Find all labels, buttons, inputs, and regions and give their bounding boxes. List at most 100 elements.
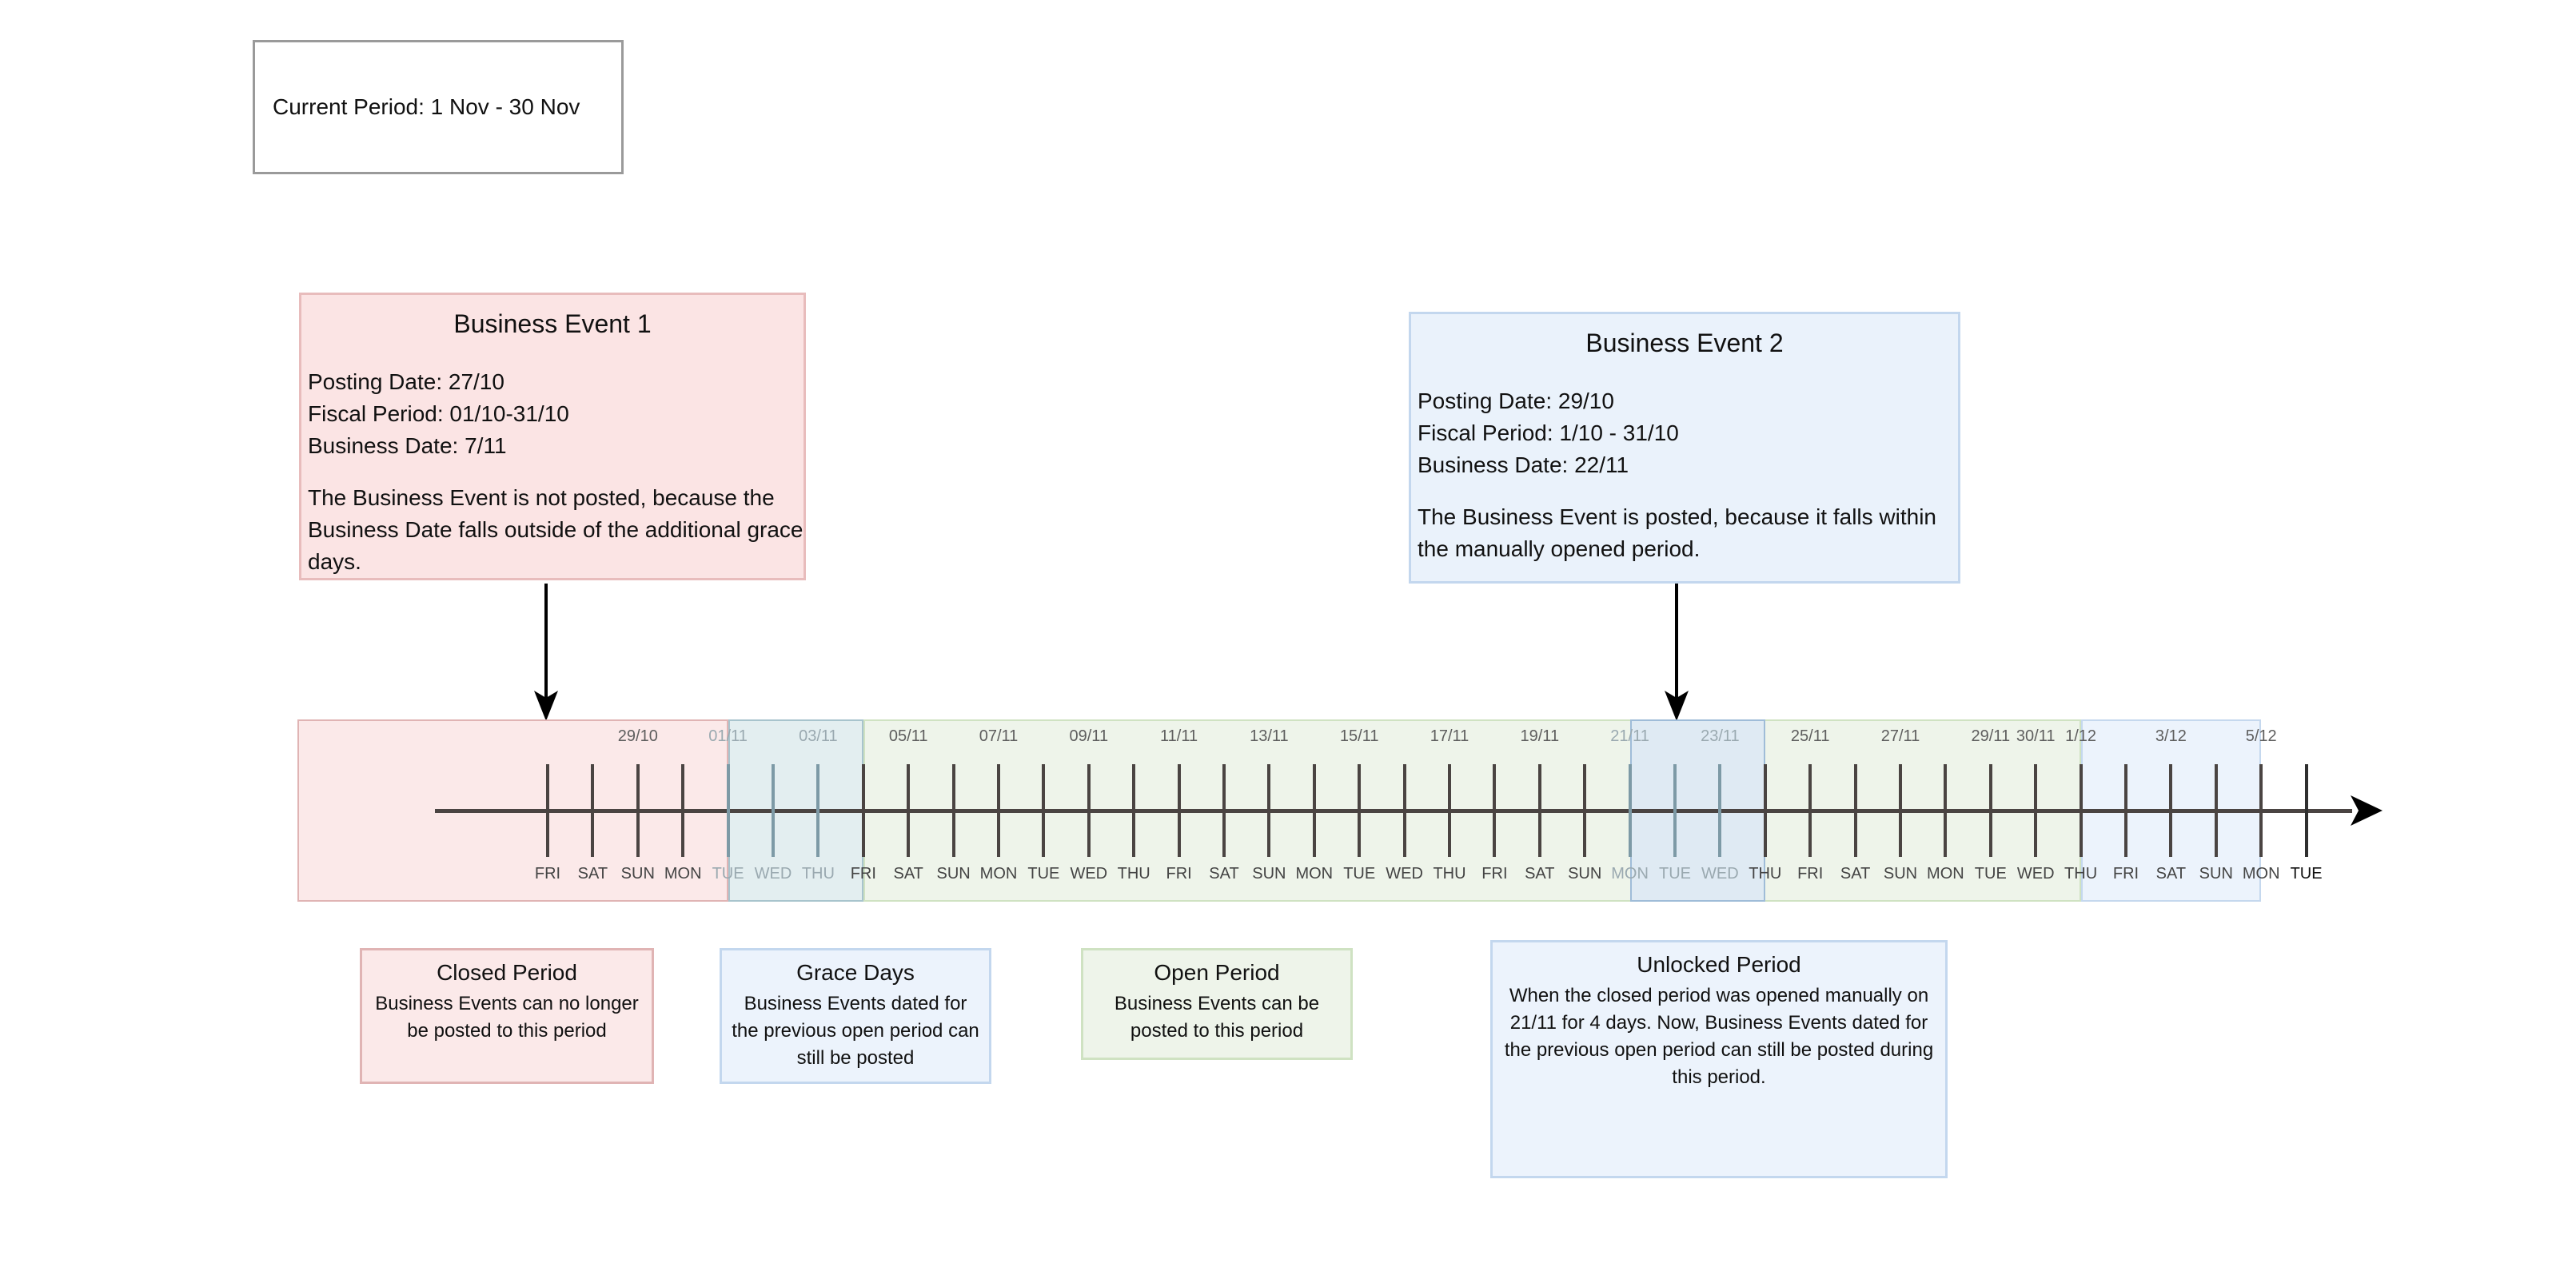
timeline-date-label: 19/11 bbox=[1520, 727, 1560, 745]
timeline-tick bbox=[1763, 764, 1767, 857]
timeline-date-label: 09/11 bbox=[1069, 727, 1109, 745]
business-event-2-title: Business Event 2 bbox=[1585, 329, 1784, 357]
business-event-2-posting-date: Posting Date: 29/10 bbox=[1418, 388, 1614, 413]
business-event-1-fiscal-period: Fiscal Period: 01/10-31/10 bbox=[308, 400, 569, 426]
timeline-weekday-label: SAT bbox=[1209, 865, 1239, 883]
timeline-weekday-label: MON bbox=[979, 865, 1018, 883]
legend-open-period-title: Open Period bbox=[1154, 960, 1280, 985]
business-event-1-arrow bbox=[530, 584, 562, 721]
timeline-tick bbox=[2124, 764, 2127, 857]
legend-grace-days-title: Grace Days bbox=[796, 960, 915, 985]
timeline-date-label: 13/11 bbox=[1250, 727, 1289, 745]
current-period-label: Current Period: 1 Nov - 30 Nov bbox=[273, 94, 580, 120]
timeline-weekday-label: TUE bbox=[2290, 865, 2323, 883]
business-event-2-arrow bbox=[1661, 584, 1693, 721]
timeline-weekday-label: WED bbox=[2016, 865, 2055, 883]
business-event-1-posting-date: Posting Date: 27/10 bbox=[308, 369, 504, 394]
timeline-weekday-label: WED bbox=[1070, 865, 1108, 883]
timeline-weekday-label: FRI bbox=[534, 865, 561, 883]
legend-closed-period: Closed Period Business Events can no lon… bbox=[360, 948, 654, 1084]
timeline-date-label: 23/11 bbox=[1701, 727, 1740, 745]
timeline-tick bbox=[1583, 764, 1587, 857]
timeline-weekday-label: MON bbox=[664, 865, 702, 883]
timeline-weekday-label: SUN bbox=[1883, 865, 1918, 883]
timeline-tick bbox=[1853, 764, 1857, 857]
legend-unlocked-period-title: Unlocked Period bbox=[1637, 952, 1801, 977]
timeline-weekday-label: SUN bbox=[1568, 865, 1602, 883]
timeline-tick bbox=[2169, 764, 2173, 857]
timeline-weekday-label: FRI bbox=[1166, 865, 1192, 883]
timeline-date-label: 03/11 bbox=[799, 727, 838, 745]
timeline-date-label: 3/12 bbox=[2155, 727, 2187, 745]
business-event-2-fiscal-period: Fiscal Period: 1/10 - 31/10 bbox=[1418, 420, 1679, 445]
timeline-weekday-label: SAT bbox=[1525, 865, 1555, 883]
timeline-tick bbox=[1628, 764, 1632, 857]
timeline-tick bbox=[1358, 764, 1362, 857]
timeline-tick bbox=[726, 764, 730, 857]
timeline-tick bbox=[1132, 764, 1136, 857]
timeline-tick bbox=[1267, 764, 1271, 857]
legend-grace-days: Grace Days Business Events dated for the… bbox=[720, 948, 991, 1084]
timeline-date-label: 5/12 bbox=[2245, 727, 2277, 745]
business-event-1-business-date: Business Date: 7/11 bbox=[308, 432, 507, 458]
timeline-weekday-label: WED bbox=[1701, 865, 1739, 883]
timeline-weekday-label: FRI bbox=[1481, 865, 1508, 883]
timeline-date-label: 11/11 bbox=[1160, 727, 1198, 745]
timeline-date-label: 15/11 bbox=[1339, 727, 1379, 745]
timeline-weekday-label: WED bbox=[1386, 865, 1423, 883]
business-event-1-box: Business Event 1 Posting Date: 27/10 Fis… bbox=[299, 293, 806, 580]
timeline-tick bbox=[1493, 764, 1497, 857]
timeline-weekday-label: SUN bbox=[936, 865, 971, 883]
timeline-weekday-label: TUE bbox=[1659, 865, 1691, 883]
timeline-tick bbox=[1899, 764, 1902, 857]
timeline-weekday-label: SAT bbox=[893, 865, 923, 883]
timeline-date-label: 30/11 bbox=[2016, 727, 2056, 745]
timeline-tick bbox=[2079, 764, 2083, 857]
timeline-arrow-head-icon bbox=[2344, 795, 2383, 830]
legend-unlocked-period-body: When the closed period was opened manual… bbox=[1504, 985, 1934, 1089]
timeline-tick bbox=[681, 764, 685, 857]
timeline-tick bbox=[1042, 764, 1046, 857]
timeline-weekday-label: MON bbox=[2242, 865, 2280, 883]
timeline-weekday-label: THU bbox=[2064, 865, 2098, 883]
timeline-date-label: 29/11 bbox=[1971, 727, 2011, 745]
timeline-tick bbox=[546, 764, 549, 857]
timeline-date-label: 1/12 bbox=[2065, 727, 2097, 745]
timeline-tick bbox=[907, 764, 911, 857]
timeline-tick bbox=[1944, 764, 1948, 857]
timeline-weekday-label: SUN bbox=[2199, 865, 2233, 883]
business-event-1-note: The Business Event is not posted, becaus… bbox=[308, 485, 804, 574]
timeline-tick bbox=[591, 764, 595, 857]
business-event-2-business-date: Business Date: 22/11 bbox=[1418, 452, 1629, 477]
timeline-tick bbox=[816, 764, 820, 857]
timeline-date-label: 25/11 bbox=[1790, 727, 1830, 745]
timeline-tick bbox=[1988, 764, 1992, 857]
timeline-weekday-label: FRI bbox=[2112, 865, 2139, 883]
legend-grace-days-body: Business Events dated for the previous o… bbox=[732, 993, 979, 1070]
timeline-tick bbox=[1808, 764, 1812, 857]
timeline-weekday-label: THU bbox=[1117, 865, 1150, 883]
timeline-tick bbox=[772, 764, 775, 857]
timeline-weekday-label: THU bbox=[1749, 865, 1782, 883]
timeline-date-label: 01/11 bbox=[708, 727, 748, 745]
timeline-weekday-label: FRI bbox=[850, 865, 876, 883]
timeline-tick bbox=[1177, 764, 1181, 857]
timeline-tick bbox=[1402, 764, 1406, 857]
spacer bbox=[1418, 480, 1958, 501]
current-period-box: Current Period: 1 Nov - 30 Nov bbox=[253, 40, 624, 174]
timeline-tick bbox=[2034, 764, 2038, 857]
timeline-weekday-label: SAT bbox=[2155, 865, 2187, 883]
business-event-2-box: Business Event 2 Posting Date: 29/10 Fis… bbox=[1409, 312, 1960, 584]
timeline-weekday-label: SUN bbox=[620, 865, 655, 883]
timeline-weekday-label: TUE bbox=[712, 865, 744, 883]
timeline-weekday-label: SAT bbox=[1840, 865, 1871, 883]
timeline-tick bbox=[2259, 764, 2263, 857]
legend-open-period: Open Period Business Events can be poste… bbox=[1081, 948, 1353, 1060]
timeline-tick bbox=[2214, 764, 2218, 857]
legend-unlocked-period: Unlocked Period When the closed period w… bbox=[1490, 940, 1948, 1178]
timeline-weekday-label: MON bbox=[1611, 865, 1649, 883]
business-event-1-title: Business Event 1 bbox=[453, 309, 652, 338]
timeline-weekday-label: WED bbox=[754, 865, 792, 883]
business-event-2-note: The Business Event is posted, because it… bbox=[1418, 504, 1937, 561]
